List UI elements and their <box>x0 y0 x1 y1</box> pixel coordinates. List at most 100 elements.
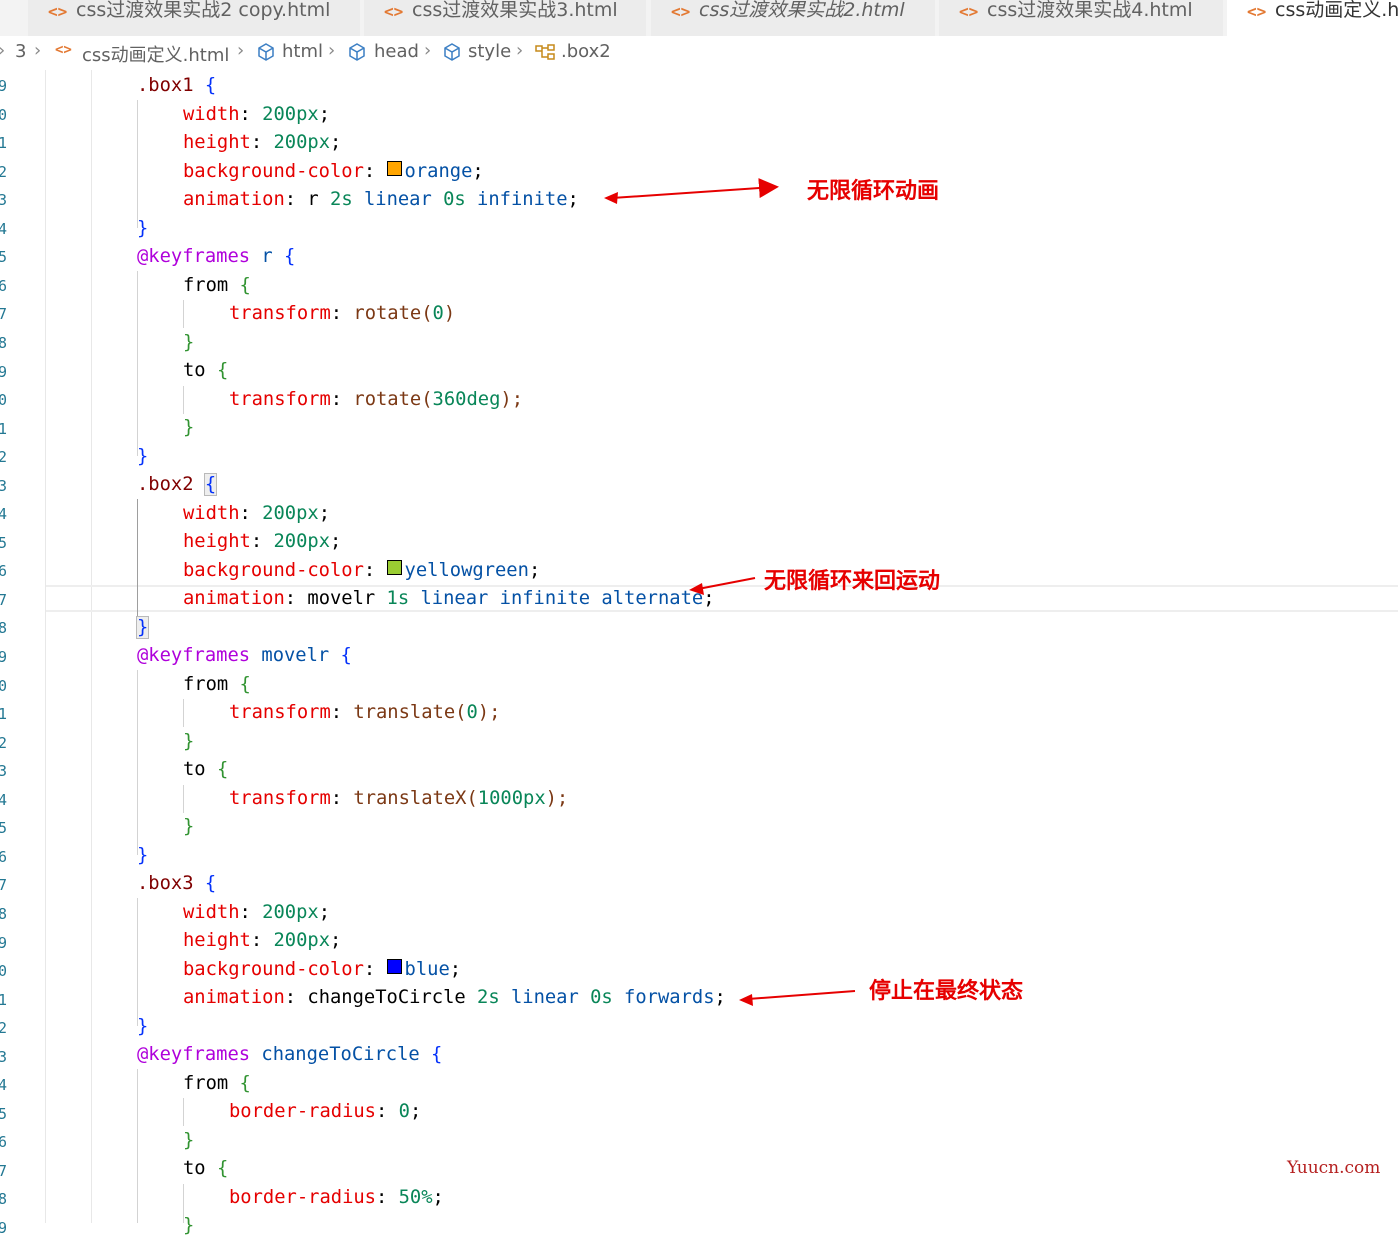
line-number: 9 <box>0 933 8 952</box>
code-line: .box3 { <box>137 873 217 894</box>
code-line: } <box>183 1215 195 1236</box>
html-file-icon: <> <box>55 42 72 58</box>
line-number: 5 <box>0 533 8 552</box>
code-line: } <box>183 731 195 752</box>
annotation-alternate-loop: 无限循环来回运动 <box>764 569 941 594</box>
arrow-3 <box>747 990 856 1000</box>
tab-label: css过渡效果实战3.html <box>412 0 618 21</box>
code-line: transform: translateX(1000px); <box>229 788 569 809</box>
code-line: background-color: orange; <box>183 161 484 182</box>
code-line: height: 200px; <box>183 531 342 552</box>
line-number: 1 <box>0 419 8 438</box>
code-line: } <box>135 616 150 639</box>
code-line: height: 200px; <box>183 930 342 951</box>
breadcrumb: › 3 › <> css动画定义.html › html › head › st… <box>0 36 1398 69</box>
code-line: } <box>183 417 195 438</box>
code-line: border-radius: 50%; <box>229 1187 444 1208</box>
line-number: 8 <box>0 333 8 352</box>
code-line: } <box>137 218 149 239</box>
line-number: 2 <box>0 448 8 467</box>
line-number: 4 <box>0 790 8 809</box>
line-number: 7 <box>0 590 8 609</box>
line-number: 6 <box>0 847 8 866</box>
code-line: @keyframes movelr { <box>137 645 352 666</box>
cube-icon <box>349 43 365 61</box>
tab-css-transition-4[interactable]: <> css过渡效果实战4.html <box>939 0 1223 36</box>
cube-icon <box>444 43 460 61</box>
line-number: 7 <box>0 305 8 324</box>
code-line: transform: rotate(360deg); <box>229 389 524 410</box>
chevron-right-icon: › <box>516 40 524 61</box>
color-swatch-yellowgreen[interactable] <box>386 560 402 575</box>
tab-css-transition-2[interactable]: <> css过渡效果实战2.html <box>651 0 935 36</box>
code-line: width: 200px; <box>183 503 331 524</box>
line-number: 2 <box>0 162 8 181</box>
chevron-right-icon: › <box>424 40 432 61</box>
indent-guide <box>183 1098 184 1126</box>
line-number: 5 <box>0 248 8 267</box>
tab-css-transition-2-copy[interactable]: <> css过渡效果实战2 copy.html <box>28 0 360 36</box>
code-line: from { <box>183 275 251 296</box>
html-file-icon: <> <box>959 2 979 21</box>
line-number: 9 <box>0 1219 8 1237</box>
arrow-1 <box>611 178 779 199</box>
line-number: 8 <box>0 619 8 638</box>
breadcrumb-file[interactable]: css动画定义.html <box>82 45 230 66</box>
html-file-icon: <> <box>1247 2 1267 21</box>
annotation-forwards: 停止在最终状态 <box>869 979 1024 1004</box>
tab-label: css过渡效果实战2.html <box>699 0 905 21</box>
code-line: animation: changeToCircle 2s linear 0s f… <box>183 987 726 1008</box>
gutter-divider <box>45 70 46 1223</box>
code-line: background-color: blue; <box>183 959 462 980</box>
line-number: 8 <box>0 904 8 923</box>
tab-css-animation-definition[interactable]: <> css动画定义.ht <box>1227 0 1398 36</box>
breadcrumb-selector[interactable]: .box2 <box>561 41 611 62</box>
code-line: to { <box>183 759 229 780</box>
line-number: 3 <box>0 1047 8 1066</box>
code-line: from { <box>183 674 251 695</box>
line-number: 3 <box>0 476 8 495</box>
line-number: 5 <box>0 1104 8 1123</box>
line-number: 3 <box>0 762 8 781</box>
code-line: to { <box>183 360 229 381</box>
breadcrumb-style[interactable]: style <box>468 41 512 62</box>
line-number: 2 <box>0 1019 8 1038</box>
line-number: 1 <box>0 990 8 1009</box>
line-number: 7 <box>0 1161 8 1180</box>
line-number: 2 <box>0 733 8 752</box>
line-number: 5 <box>0 819 8 838</box>
code-line: background-color: yellowgreen; <box>183 560 541 581</box>
breadcrumb-html[interactable]: html <box>282 41 324 62</box>
indent-guide <box>137 100 138 228</box>
indent-guide <box>183 785 184 813</box>
code-line: } <box>137 845 149 866</box>
tab-css-transition-3[interactable]: <> css过渡效果实战3.html <box>364 0 646 36</box>
css-selector-icon <box>535 44 555 60</box>
breadcrumb-head[interactable]: head <box>374 41 419 62</box>
line-number: 4 <box>0 1076 8 1095</box>
code-line: } <box>183 816 195 837</box>
line-number: 1 <box>0 705 8 724</box>
color-swatch-blue[interactable] <box>386 959 402 974</box>
line-number: 9 <box>0 77 8 95</box>
code-line: .box2 { <box>137 473 218 496</box>
line-number: 7 <box>0 876 8 895</box>
line-number: 8 <box>0 1190 8 1209</box>
breadcrumb-folder[interactable]: 3 <box>15 41 27 62</box>
code-line: } <box>183 332 195 353</box>
html-file-icon: <> <box>48 2 68 21</box>
code-line: @keyframes r { <box>137 246 296 267</box>
indent-guide <box>137 670 138 855</box>
indent-guide <box>137 271 138 456</box>
tab-label: css过渡效果实战2 copy.html <box>76 0 331 21</box>
code-line: } <box>183 1130 195 1151</box>
code-line: .box1 { <box>137 75 217 96</box>
chevron-right-icon: › <box>237 40 245 61</box>
indent-guide <box>183 300 184 328</box>
chevron-right-icon: › <box>0 40 5 61</box>
indent-guide <box>137 898 138 1026</box>
color-swatch-orange[interactable] <box>386 161 402 176</box>
line-number: 4 <box>0 219 8 238</box>
watermark: Yuucn.com <box>1287 1158 1381 1178</box>
code-line: animation: r 2s linear 0s infinite; <box>183 189 579 210</box>
